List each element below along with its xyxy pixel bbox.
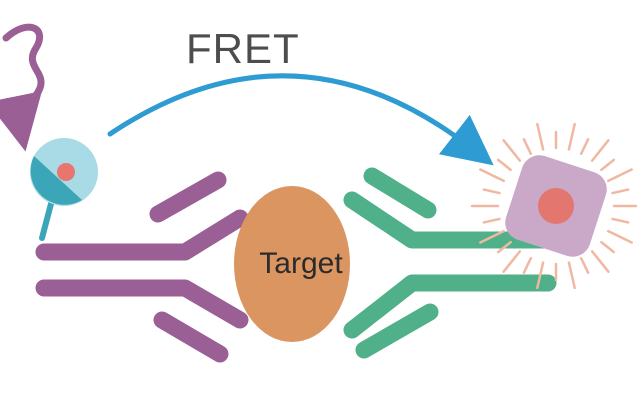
emission-ray [611,188,630,195]
emission-ray [502,139,522,162]
target-antigen [234,186,350,342]
target-label: Target [259,247,343,280]
emission-ray [522,138,533,155]
emission-ray [567,122,576,151]
left-antibody [35,171,249,363]
emission-ray [600,240,616,254]
emission-ray [611,217,630,224]
fret-transfer-arrow [107,73,494,166]
emission-ray [479,168,505,183]
donor-fluorophore-icon [30,138,98,241]
emission-ray [607,168,633,183]
emission-ray [482,217,501,224]
emission-ray [482,188,501,195]
emission-ray [496,158,512,172]
emission-ray [579,138,590,155]
excitation-wave-icon [0,23,45,152]
emission-ray [496,240,512,254]
emission-ray [479,229,505,244]
emission-ray [502,250,522,273]
emission-ray [567,261,576,290]
emission-ray [536,122,545,151]
emission-ray [590,250,610,273]
emission-ray [590,139,610,162]
emission-ray [522,257,533,274]
right-antibody [343,167,557,359]
fret-label: FRET [186,25,300,72]
emission-ray [579,257,590,274]
emission-ray [600,158,616,172]
acceptor-fluorophore-icon [470,122,638,290]
emission-ray [536,261,545,290]
emission-ray [607,229,633,244]
